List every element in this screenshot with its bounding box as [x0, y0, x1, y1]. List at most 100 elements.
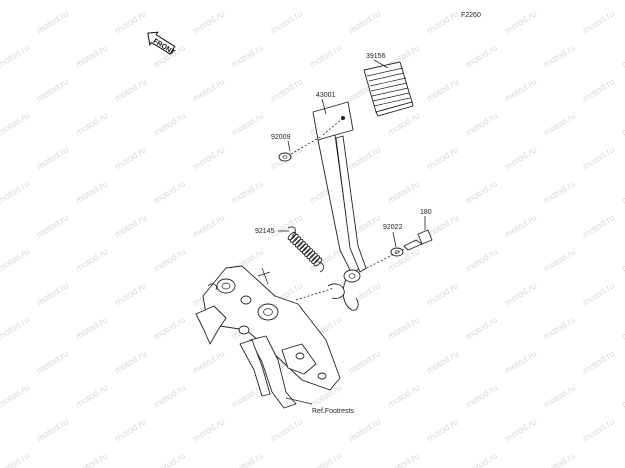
- spring-coil: [297, 241, 306, 250]
- watermark-text: motod.ru: [269, 76, 304, 103]
- watermark-text: motod.ru: [0, 314, 31, 341]
- watermark-text: motod.ru: [230, 42, 265, 69]
- watermark-text: motod.ru: [191, 144, 226, 171]
- watermark-text: motod.ru: [74, 314, 109, 341]
- watermark-text: motod.ru: [113, 416, 148, 443]
- watermark-text: motod.ru: [230, 0, 265, 2]
- watermark-text: motod.ru: [464, 178, 499, 205]
- watermark-text: motod.ru: [464, 0, 499, 2]
- watermark-text: motod.ru: [347, 8, 382, 35]
- label-ref-footrests: Ref.Footrests: [312, 408, 355, 415]
- watermark-text: motod.ru: [464, 42, 499, 69]
- watermark-text: motod.ru: [347, 144, 382, 171]
- watermark-text: motod.ru: [464, 110, 499, 137]
- watermark-text: motod.ru: [620, 246, 625, 273]
- watermark-text: motod.ru: [620, 0, 625, 2]
- watermark-text: motod.ru: [464, 450, 499, 468]
- watermark-text: motod.ru: [620, 110, 625, 137]
- watermark-text: motod.ru: [0, 178, 31, 205]
- watermark-text: motod.ru: [425, 416, 460, 443]
- bolt: [403, 229, 433, 251]
- watermark-text: motod.ru: [113, 144, 148, 171]
- return-spring: [287, 226, 324, 273]
- leader-ref-footrests: [285, 397, 313, 405]
- watermark-text: motod.ru: [620, 382, 625, 409]
- pivot-boss: [327, 269, 361, 311]
- watermark-text: motod.ru: [503, 8, 538, 35]
- spring-coil: [311, 255, 320, 264]
- watermark-text: motod.ru: [113, 212, 148, 239]
- watermark-text: motod.ru: [74, 42, 109, 69]
- watermark-text: motod.ru: [113, 76, 148, 103]
- watermark-text: motod.ru: [152, 246, 187, 273]
- watermark-text: motod.ru: [503, 212, 538, 239]
- watermark-text: motod.ru: [308, 450, 343, 468]
- watermark-text: motod.ru: [191, 212, 226, 239]
- watermark-text: motod.ru: [230, 110, 265, 137]
- watermark-text: motod.ru: [464, 314, 499, 341]
- watermark-text: motod.ru: [152, 450, 187, 468]
- watermark-text: motod.ru: [425, 348, 460, 375]
- watermark-text: motod.ru: [581, 280, 616, 307]
- watermark-text: motod.ru: [191, 8, 226, 35]
- figure-code: F2260: [461, 12, 481, 19]
- watermark-text: motod.ru: [74, 246, 109, 273]
- watermark-text: motod.ru: [347, 348, 382, 375]
- nut: [278, 152, 292, 162]
- watermark-text: motod.ru: [269, 212, 304, 239]
- watermark-text: motod.ru: [74, 110, 109, 137]
- watermark-text: motod.ru: [620, 314, 625, 341]
- watermark-text: motod.ru: [35, 280, 70, 307]
- watermark-text: motod.ru: [152, 0, 187, 2]
- watermark-text: motod.ru: [581, 416, 616, 443]
- spring-coil: [287, 231, 297, 241]
- watermark-text: motod.ru: [269, 8, 304, 35]
- watermark-text: motod.ru: [425, 144, 460, 171]
- pedal-arm: [312, 101, 367, 275]
- watermark-text: motod.ru: [503, 144, 538, 171]
- spring-coil: [304, 248, 313, 257]
- watermark-text: motod.ru: [542, 246, 577, 273]
- watermark-text: motod.ru: [152, 110, 187, 137]
- watermark-text: motod.ru: [425, 76, 460, 103]
- watermark-text: motod.ru: [542, 0, 577, 2]
- watermark-text: motod.ru: [464, 246, 499, 273]
- pedal-pad: [363, 61, 414, 117]
- watermark-text: motod.ru: [35, 8, 70, 35]
- watermark-text: motod.ru: [113, 348, 148, 375]
- spring-coil: [290, 234, 299, 243]
- watermark-text: motod.ru: [74, 178, 109, 205]
- watermark-text: motod.ru: [386, 382, 421, 409]
- watermark-text: motod.ru: [620, 42, 625, 69]
- watermark-text: motod.ru: [113, 8, 148, 35]
- watermark-text: motod.ru: [542, 110, 577, 137]
- watermark-text: motod.ru: [74, 450, 109, 468]
- watermark-text: motod.ru: [425, 8, 460, 35]
- watermark-text: motod.ru: [308, 0, 343, 2]
- spring-coil: [313, 257, 323, 267]
- watermark-text: motod.ru: [191, 76, 226, 103]
- watermark-text: motod.ru: [152, 382, 187, 409]
- watermark-text: motod.ru: [35, 348, 70, 375]
- watermark-text: motod.ru: [620, 178, 625, 205]
- watermark-text: motod.ru: [230, 450, 265, 468]
- watermark-text: motod.ru: [386, 314, 421, 341]
- label-43001: 43001: [316, 92, 336, 99]
- spring-coil: [292, 236, 302, 246]
- watermark-text: motod.ru: [503, 280, 538, 307]
- watermark-text: motod.ru: [503, 76, 538, 103]
- watermark-text: motod.ru: [386, 178, 421, 205]
- watermark-text: motod.ru: [542, 314, 577, 341]
- leader-43001: [321, 98, 327, 115]
- watermark-text: motod.ru: [542, 42, 577, 69]
- watermark-text: motod.ru: [308, 42, 343, 69]
- watermark-text: motod.ru: [230, 178, 265, 205]
- watermark-text: motod.ru: [581, 212, 616, 239]
- label-39156: 39156: [366, 53, 386, 60]
- watermark-text: motod.ru: [35, 144, 70, 171]
- watermark-text: motod.ru: [152, 314, 187, 341]
- leader-92009: [287, 140, 291, 152]
- spring-coil: [308, 252, 318, 262]
- watermark-text: motod.ru: [0, 110, 31, 137]
- watermark-text: motod.ru: [113, 280, 148, 307]
